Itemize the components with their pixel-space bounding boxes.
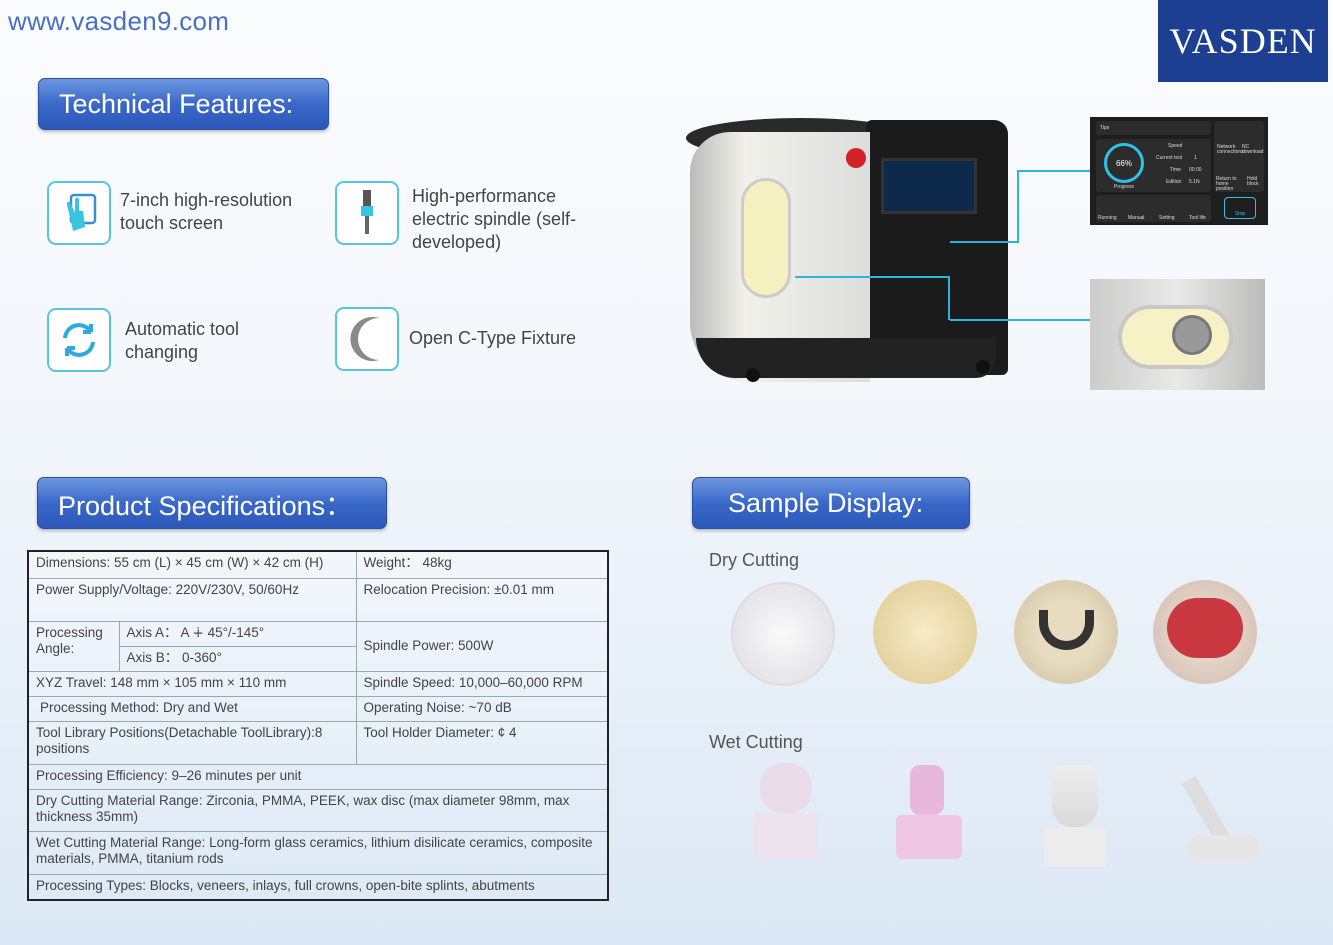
touch-screen-icon [47, 181, 111, 245]
edition-value: 5.1N [1189, 179, 1200, 185]
spec-relocation: Relocation Precision: ±0.01 mm [355, 577, 609, 622]
screen-tips: Tips [1096, 121, 1211, 135]
spec-method: Processing Method: Dry and Wet [27, 695, 357, 722]
dry-sample-denture-disc [1153, 580, 1257, 684]
spec-holder: Tool Holder Diameter: ¢ 4 [355, 720, 609, 765]
spec-dry-range: Dry Cutting Material Range: Zirconia, PM… [27, 788, 609, 832]
callout-line-screen-end [950, 241, 1019, 243]
current-tool-value: 1 [1194, 155, 1197, 161]
dry-sample-peek-disc [1014, 580, 1118, 684]
spec-spindle-power: Spindle Power: 500W [355, 620, 609, 672]
feature-touch-screen: 7-inch high-resolution touch screen [120, 190, 293, 233]
feature-spindle: High-performance electric spindle (self-… [412, 186, 577, 252]
return-home-button[interactable]: Return to home position [1216, 176, 1237, 192]
hold-block-button[interactable]: Hold block [1247, 176, 1259, 187]
website-url[interactable]: www.vasden9.com [8, 6, 230, 36]
dry-sample-wax-disc [873, 580, 977, 684]
specifications-table: Dimensions: 55 cm (L) × 45 cm (W) × 42 c… [27, 550, 609, 901]
stop-button[interactable]: Stop [1224, 197, 1256, 219]
callout-line-screen [1017, 170, 1091, 242]
speed-label: Speed [1168, 143, 1183, 149]
spec-angle-label: Processing Angle: [27, 620, 120, 672]
nc-download-button[interactable]: NC download [1242, 144, 1264, 155]
callout-line-fixture [795, 276, 950, 320]
tool-life-button[interactable]: Tool life [1189, 215, 1206, 221]
technical-features-heading: Technical Features: [38, 78, 329, 130]
network-button[interactable]: Network connections [1217, 144, 1244, 155]
setting-button[interactable]: Setting [1159, 215, 1175, 221]
dry-sample-pmma-disc [731, 582, 835, 686]
product-specifications-heading: Product Specifications： [37, 477, 387, 529]
wet-sample-abutment [1181, 775, 1260, 865]
feature-tool-change: Automatic tool changing [125, 319, 240, 362]
dry-cutting-label: Dry Cutting [709, 550, 800, 570]
spec-types: Processing Types: Blocks, veneers, inlay… [27, 873, 609, 901]
time-value: 00:00 [1189, 167, 1202, 173]
spec-library: Tool Library Positions(Detachable ToolLi… [27, 720, 357, 765]
sample-display-heading: Sample Display: [692, 477, 970, 529]
spec-axis-b: Axis B： 0-360° [118, 645, 357, 672]
spec-xyz: XYZ Travel: 148 mm × 105 mm × 110 mm [27, 670, 357, 697]
fixture-photo [1090, 279, 1265, 390]
milling-machine-image [686, 118, 1008, 388]
running-button[interactable]: Running [1098, 215, 1117, 221]
vasden-logo: VASDEN [1158, 0, 1328, 82]
tool-change-icon [47, 308, 111, 372]
progress-ring: 66% [1104, 143, 1144, 183]
callout-line-fixture-end [950, 319, 1090, 321]
spec-efficiency: Processing Efficiency: 9–26 minutes per … [27, 763, 609, 790]
feature-c-fixture: Open C-Type Fixture [409, 328, 577, 348]
spindle-icon [335, 181, 399, 245]
spec-power: Power Supply/Voltage: 220V/230V, 50/60Hz [27, 577, 357, 622]
wet-sample-crown-block [754, 763, 820, 859]
spec-spindle-speed: Spindle Speed: 10,000–60,000 RPM [355, 670, 609, 697]
edition-label: Edition [1166, 179, 1182, 185]
spec-weight: Weight： 48kg [355, 550, 609, 579]
c-fixture-icon [335, 307, 399, 371]
wet-cutting-label: Wet Cutting [709, 732, 803, 752]
manual-button[interactable]: Manual [1128, 215, 1145, 221]
touch-screen-ui-inset: Tips 66% Progress Speed Current tool 1 T… [1090, 117, 1268, 225]
spec-wet-range: Wet Cutting Material Range: Long-form gl… [27, 830, 609, 875]
current-tool-label: Current tool [1156, 155, 1183, 161]
spec-dimensions: Dimensions: 55 cm (L) × 45 cm (W) × 42 c… [27, 550, 357, 579]
wet-sample-inlay-block [896, 765, 964, 861]
spec-axis-a: Axis A： A ∔ 45°/-145° [118, 620, 357, 647]
time-label: Time [1170, 167, 1181, 173]
wet-sample-veneer-block [1044, 765, 1106, 867]
progress-label: Progress [1114, 184, 1135, 190]
spec-noise: Operating Noise: ~70 dB [355, 695, 609, 722]
